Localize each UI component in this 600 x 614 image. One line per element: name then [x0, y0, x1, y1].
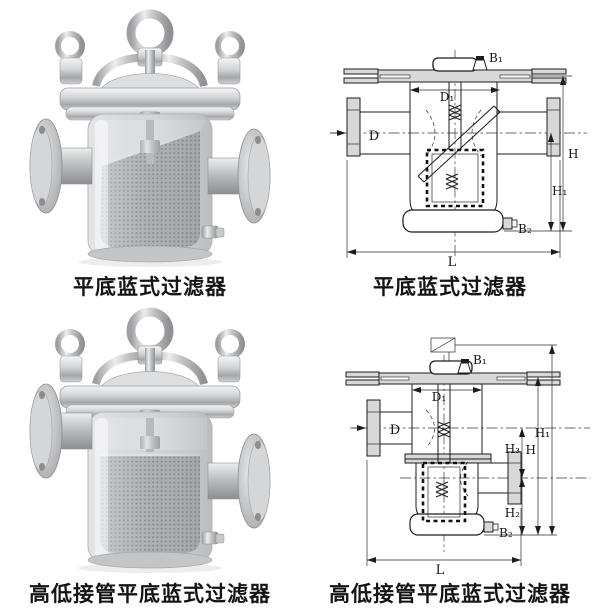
inlet-nozzle-high	[29, 383, 93, 479]
label-b1: B₁	[489, 51, 503, 65]
caption-diagram-highlow: 高低接管平底蓝式过滤器	[329, 581, 571, 606]
body-highlight	[95, 120, 108, 252]
diagram-flat-strainer: B₁	[300, 0, 600, 272]
label-l: L	[448, 255, 457, 270]
basket-inner-wall	[427, 466, 461, 518]
mesh-symbol-upper	[448, 104, 462, 121]
drain-plug-b2	[502, 217, 518, 230]
drain-plug	[201, 225, 225, 239]
dimension-d1	[410, 87, 500, 93]
label-b1: B₁	[473, 353, 487, 367]
dimension-l	[346, 160, 561, 258]
outlet-mouth-arc	[460, 461, 469, 497]
corner-eyebolt-right	[215, 329, 245, 383]
cover-assembly	[345, 360, 561, 386]
dimension-h	[527, 376, 545, 535]
flow-arrow	[352, 425, 366, 431]
dimension-d1	[412, 387, 482, 393]
caption-photo-flat: 平底蓝式过滤器	[73, 274, 227, 299]
weld-flag-symbol	[430, 337, 456, 361]
vessel-bottom-cap	[402, 209, 504, 233]
label-h: H	[568, 147, 578, 161]
label-h: H	[526, 443, 536, 457]
inlet-mouth-arc	[425, 109, 436, 157]
mesh-symbol-basket	[435, 481, 449, 498]
dimension-h1	[455, 344, 557, 536]
label-b2: B₂	[518, 222, 532, 236]
drain-plug	[201, 531, 225, 545]
photo-highlow-strainer	[0, 300, 300, 578]
deflector-bar	[417, 105, 501, 183]
cover-assembly	[343, 57, 567, 84]
body-highlight	[95, 418, 108, 558]
highlow-strainer-drawing: B₁	[345, 337, 590, 578]
body-bottom-rim	[87, 245, 213, 263]
label-d1: D₁	[440, 90, 454, 104]
corner-eyebolt-left	[55, 31, 85, 85]
label-h1: H₁	[535, 426, 550, 440]
outlet-nozzle	[497, 97, 561, 157]
inlet-nozzle	[346, 97, 410, 157]
body-bottom-rim	[87, 551, 213, 569]
label-d1: D₁	[432, 390, 446, 404]
label-h2: H₂	[505, 506, 520, 520]
dimension-h1	[548, 133, 554, 231]
cover-handle	[432, 57, 478, 72]
diagram-highlow-strainer: B₁	[300, 300, 600, 578]
outlet-nozzle-low	[478, 451, 522, 505]
label-h1: H₁	[552, 184, 567, 198]
drain-plug-b2	[483, 521, 499, 533]
flat-strainer-render	[29, 9, 271, 267]
basket-inner-wall	[431, 153, 479, 203]
lower-body-outline	[415, 463, 479, 519]
basket-perforated-wall	[425, 148, 485, 208]
dimension-l	[366, 460, 522, 566]
basket-perforated-wall	[421, 461, 467, 523]
photo-flat-strainer	[0, 0, 300, 270]
lifting-ring	[126, 9, 174, 57]
outlet-nozzle-low	[207, 433, 271, 529]
vent-plug-b1	[472, 56, 488, 71]
outlet-nozzle	[207, 128, 271, 224]
label-d: D	[390, 423, 400, 438]
label-d: D	[369, 129, 379, 144]
flow-arrow	[330, 130, 346, 136]
mesh-symbol-basket	[445, 173, 459, 190]
label-h3: H₃	[505, 442, 520, 456]
lifting-ring	[126, 307, 174, 355]
label-l: L	[436, 563, 445, 578]
cover-dome	[99, 371, 201, 389]
dimension-h	[504, 75, 572, 232]
caption-photo-highlow: 高低接管平底蓝式过滤器	[29, 581, 271, 606]
label-b2: B₂	[499, 526, 513, 540]
inlet-nozzle-high	[366, 399, 412, 457]
flat-strainer-drawing: B₁	[330, 50, 587, 270]
dimension-h3-h2	[519, 428, 525, 535]
outlet-mouth-arc	[471, 109, 482, 157]
mid-flange-top	[404, 453, 492, 460]
vent-plug-b1	[457, 359, 472, 374]
inlet-nozzle	[29, 118, 93, 214]
corner-eyebolt-left	[55, 329, 85, 383]
inlet-mouth-arc	[425, 409, 435, 449]
mesh-symbol-upper	[437, 421, 451, 438]
cover-dome	[99, 73, 201, 91]
caption-diagram-flat: 平底蓝式过滤器	[373, 274, 527, 299]
highlow-strainer-render	[29, 307, 271, 573]
corner-eyebolt-right	[215, 31, 245, 85]
